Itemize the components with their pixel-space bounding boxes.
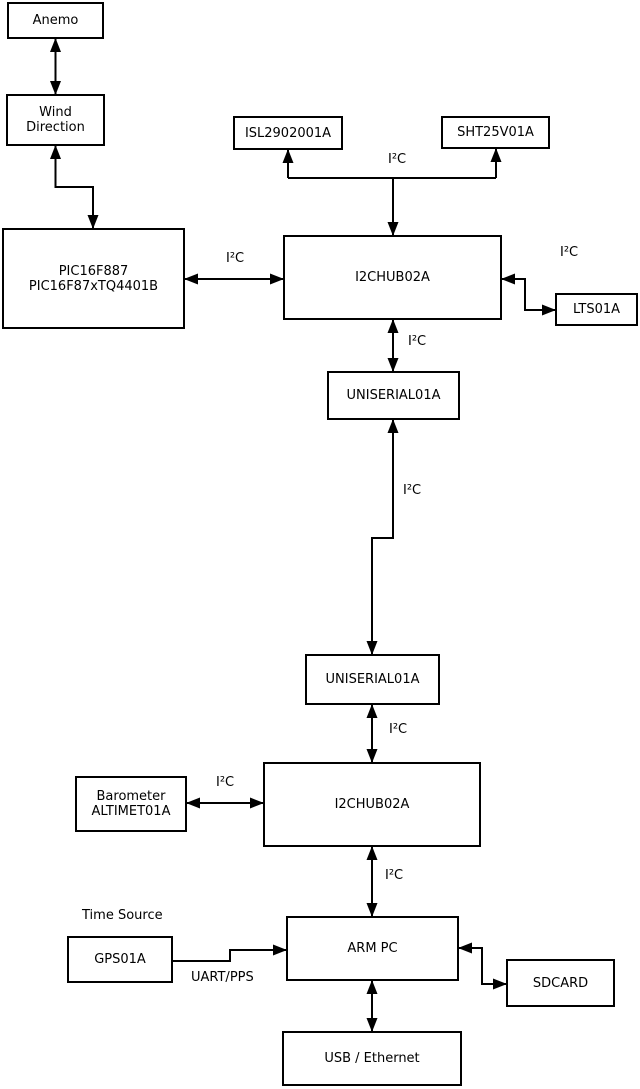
node-barometer-altimet01a: Barometer ALTIMET01A <box>75 776 187 832</box>
edge-wind-pic <box>50 145 99 229</box>
node-sht25v01a-label: SHT25V01A <box>457 125 534 140</box>
node-uniserial01a-lower: UNISERIAL01A <box>305 654 440 705</box>
edge-label-i2c-hub2-armpc: I²C <box>385 868 404 883</box>
node-sdcard: SDCARD <box>506 959 615 1007</box>
node-gps01a: GPS01A <box>67 936 173 983</box>
edge-label-i2c-uniserial-hub2: I²C <box>389 722 408 737</box>
node-lts01a: LTS01A <box>555 293 638 326</box>
edge-label-uart-pps: UART/PPS <box>191 970 254 985</box>
node-anemo: Anemo <box>7 2 104 39</box>
node-i2chub02a-lower: I2CHUB02A <box>263 762 481 847</box>
edge-label-i2c-pic-hub: I²C <box>226 251 245 266</box>
node-barometer-label-line2: ALTIMET01A <box>91 804 171 819</box>
node-usb-ethernet: USB / Ethernet <box>282 1031 462 1086</box>
node-barometer-label-line1: Barometer <box>96 789 166 804</box>
edge-hub1-lts <box>501 273 556 316</box>
node-usb-ethernet-label: USB / Ethernet <box>324 1051 420 1066</box>
node-arm-pc-label: ARM PC <box>347 941 398 956</box>
edge-gps-armpc <box>173 944 287 962</box>
node-i2chub02a-lower-label: I2CHUB02A <box>334 797 410 812</box>
edge-label-i2c-sensors: I²C <box>388 152 407 167</box>
node-gps01a-label: GPS01A <box>94 952 146 967</box>
node-lts01a-label: LTS01A <box>572 302 621 317</box>
node-sdcard-label: SDCARD <box>532 975 589 991</box>
edge-uniserial1-uniserial2 <box>366 419 399 655</box>
edge-label-i2c-barometer-hub2: I²C <box>216 775 235 790</box>
edge-label-i2c-hub-lts: I²C <box>560 245 579 260</box>
node-pic16f887: PIC16F887 PIC16F87xTQ4401B <box>2 228 185 329</box>
node-wind-direction-label-line2: Direction <box>26 120 85 135</box>
node-arm-pc: ARM PC <box>286 916 459 981</box>
node-i2chub02a-upper-label: I2CHUB02A <box>355 270 430 285</box>
edge-armpc-sdcard <box>458 942 507 990</box>
node-anemo-label: Anemo <box>32 13 79 28</box>
node-uniserial01a-lower-label: UNISERIAL01A <box>325 672 420 687</box>
edge-label-i2c-uniserial-link: I²C <box>403 483 422 498</box>
node-wind-direction-label-line1: Wind <box>39 105 72 120</box>
node-sht25v01a: SHT25V01A <box>441 116 550 149</box>
node-uniserial01a-upper-label: UNISERIAL01A <box>346 388 441 403</box>
edge-label-i2c-hub-uniserial: I²C <box>408 334 427 349</box>
node-wind-direction: Wind Direction <box>6 94 105 146</box>
node-isl2902001a-label: ISL2902001A <box>244 125 332 141</box>
node-pic16f887-label-line2: PIC16F87xTQ4401B <box>28 278 159 294</box>
node-uniserial01a-upper: UNISERIAL01A <box>327 371 460 420</box>
node-pic16f887-label-line1: PIC16F887 <box>58 263 129 279</box>
edge-label-time-source: Time Source <box>82 908 163 923</box>
node-i2chub02a-upper: I2CHUB02A <box>283 235 502 320</box>
node-isl2902001a: ISL2902001A <box>233 116 343 150</box>
